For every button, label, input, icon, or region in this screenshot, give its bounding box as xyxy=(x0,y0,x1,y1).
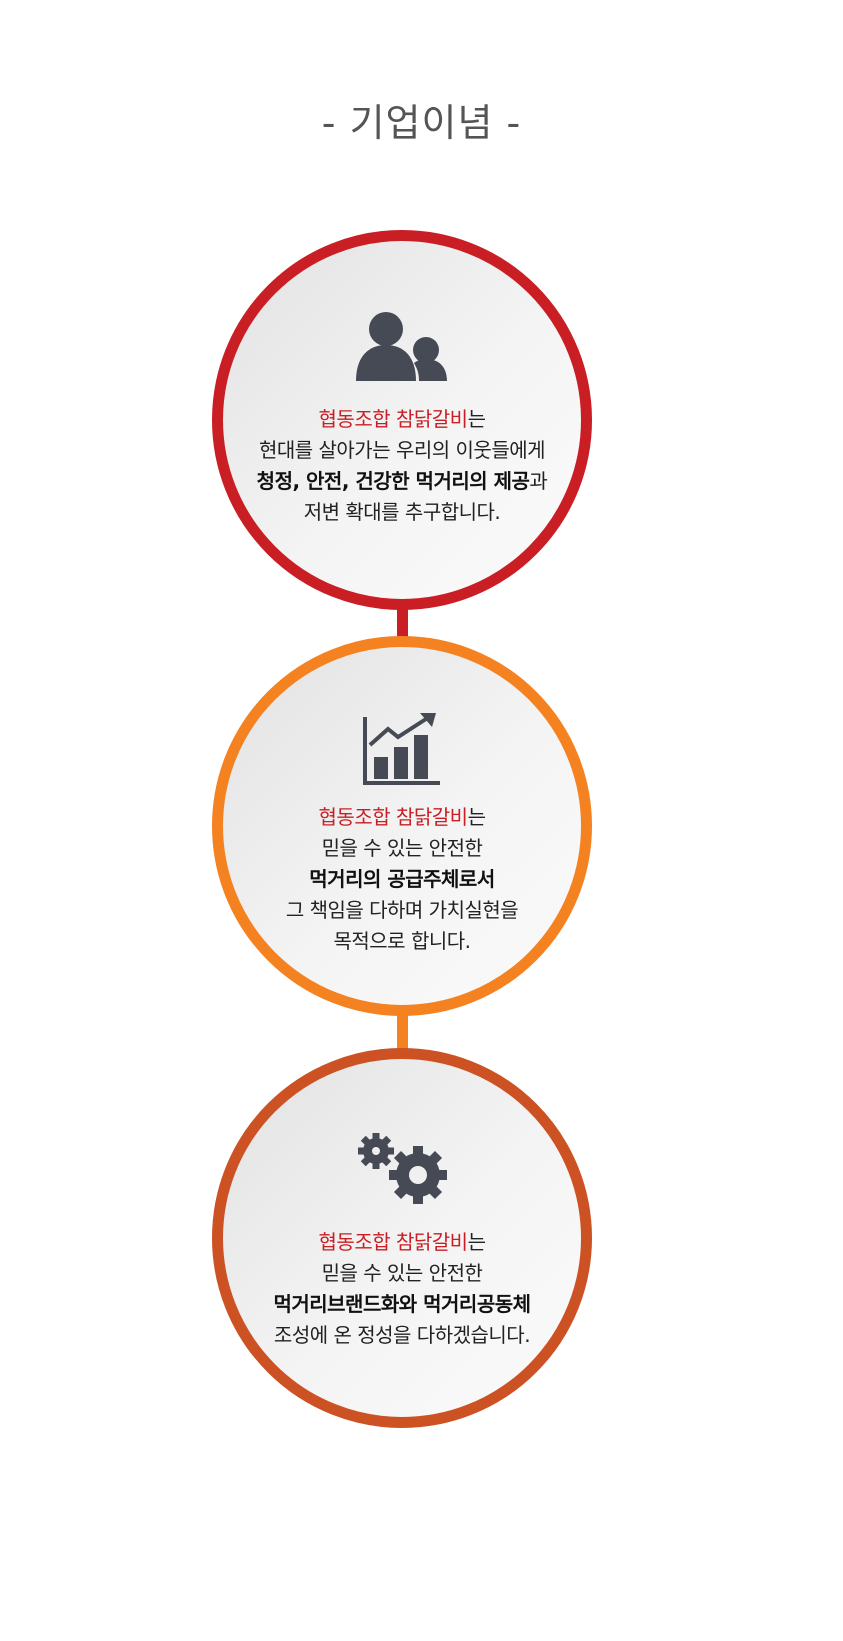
bold-text: 먹거리의 공급주체로서 xyxy=(309,867,495,891)
people-icon xyxy=(356,312,447,381)
philosophy-circle-3: 협동조합 참닭갈비는 믿을 수 있는 안전한 먹거리브랜드화와 먹거리공동체 조… xyxy=(212,1048,592,1428)
text-line: 먹거리의 공급주체로서 xyxy=(223,864,581,895)
brand-name: 협동조합 참닭갈비 xyxy=(318,1230,469,1254)
connector-line xyxy=(397,1012,408,1052)
text-line: 협동조합 참닭갈비는 xyxy=(223,404,581,435)
text-line: 목적으로 합니다. xyxy=(333,929,471,953)
text-fragment: 는 xyxy=(467,1230,486,1254)
text-line: 협동조합 참닭갈비는 xyxy=(223,802,581,833)
philosophy-circle-2: 협동조합 참닭갈비는 믿을 수 있는 안전한 먹거리의 공급주체로서 그 책임을… xyxy=(212,636,592,1016)
text-line: 저변 확대를 추구합니다. xyxy=(303,500,501,524)
connector-line xyxy=(397,605,408,645)
text-line: 조성에 온 정성을 다하겠습니다. xyxy=(273,1323,531,1347)
text-line: 협동조합 참닭갈비는 xyxy=(223,1227,581,1258)
gears-icon xyxy=(358,1133,447,1204)
growth-chart-icon xyxy=(363,713,440,785)
text-line: 믿을 수 있는 안전한 xyxy=(321,836,483,860)
text-fragment: 는 xyxy=(467,407,486,431)
page-title: - 기업이념 - xyxy=(321,101,522,145)
bold-text: 청정, 안전, 건강한 먹거리의 제공 xyxy=(256,469,530,493)
text-line: 현대를 살아가는 우리의 이웃들에게 xyxy=(258,438,546,462)
text-line: 그 책임을 다하며 가치실현을 xyxy=(285,898,519,922)
brand-name: 협동조합 참닭갈비 xyxy=(318,805,469,829)
text-fragment: 는 xyxy=(467,805,486,829)
text-line: 믿을 수 있는 안전한 xyxy=(321,1261,483,1285)
bold-text: 먹거리브랜드화와 먹거리공동체 xyxy=(273,1292,531,1316)
philosophy-circle-1: 협동조합 참닭갈비는 현대를 살아가는 우리의 이웃들에게 청정, 안전, 건강… xyxy=(212,230,592,610)
brand-name: 협동조합 참닭갈비 xyxy=(318,407,469,431)
text-line: 청정, 안전, 건강한 먹거리의 제공과 xyxy=(223,466,581,497)
text-line: 먹거리브랜드화와 먹거리공동체 xyxy=(223,1289,581,1320)
text-fragment: 과 xyxy=(529,469,548,493)
